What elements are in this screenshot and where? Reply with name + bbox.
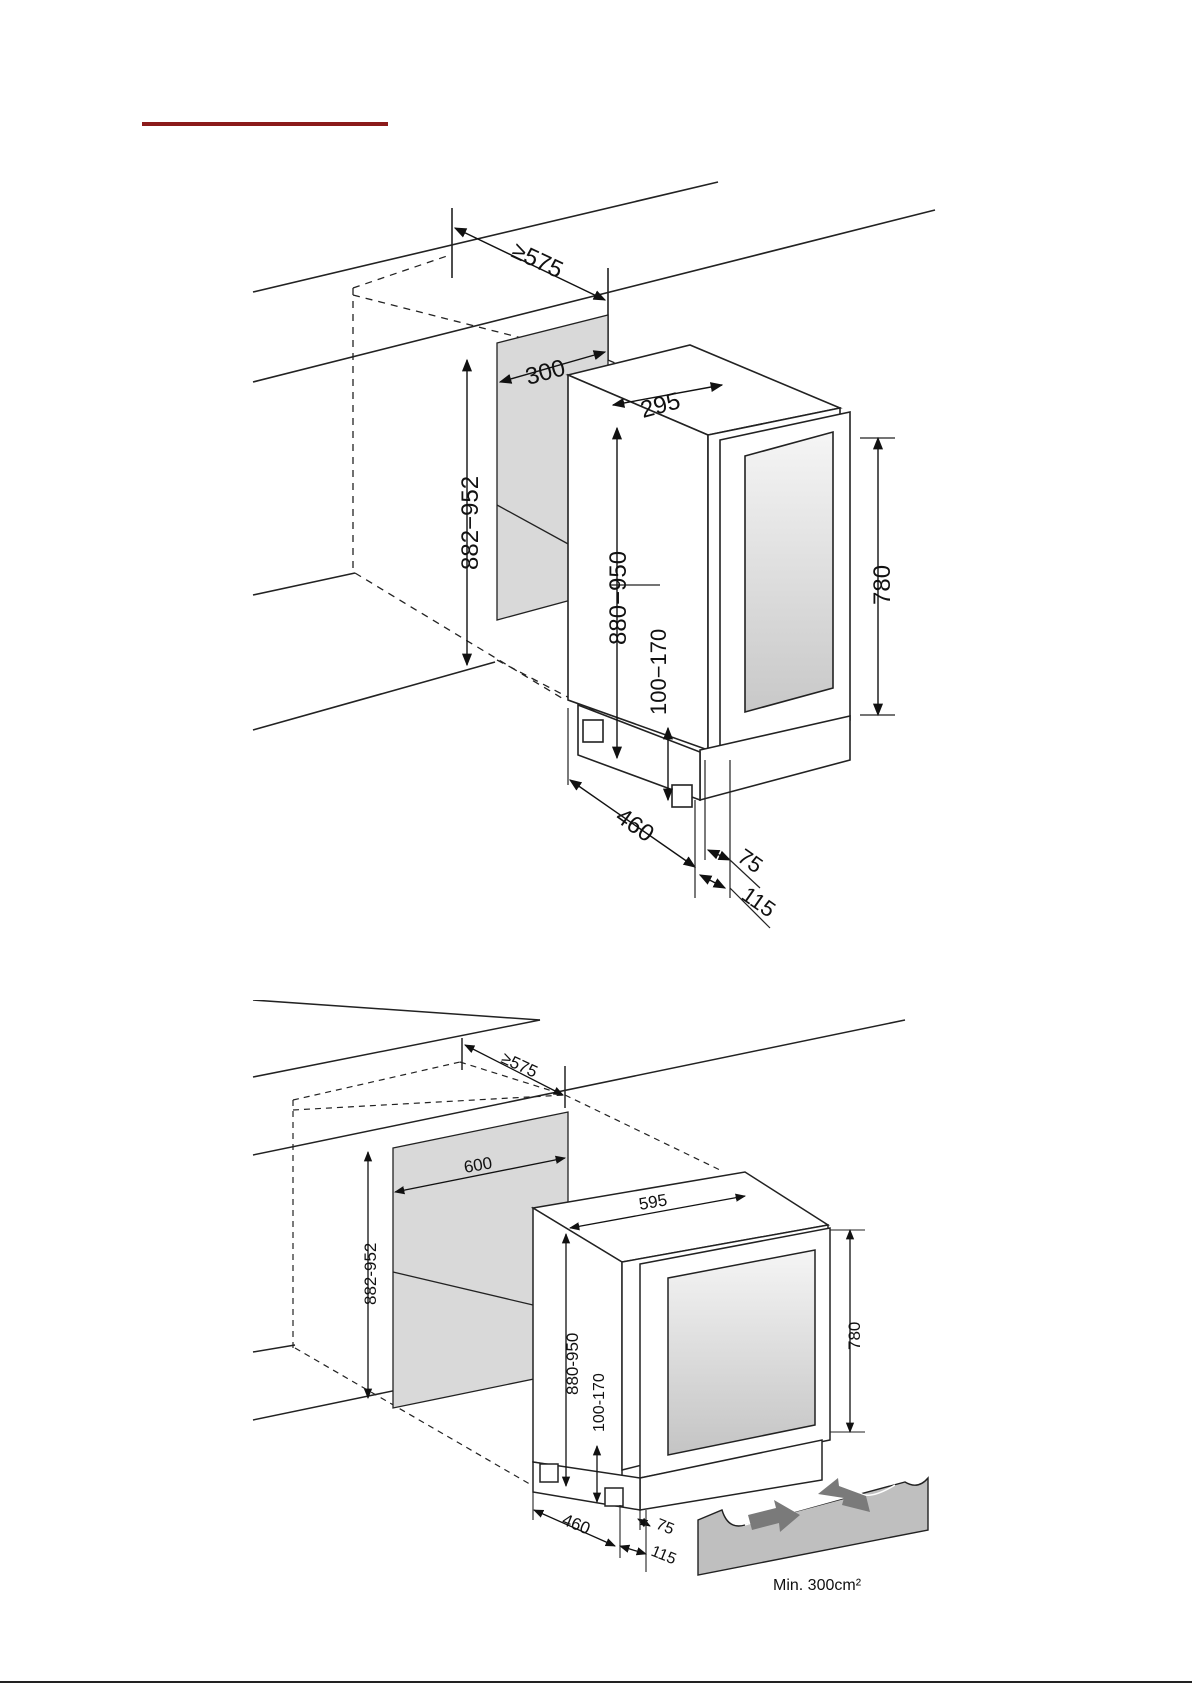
- vent-area-note: Min. 300cm²: [773, 1577, 862, 1594]
- bottom-total-offset-label: 115: [649, 1543, 679, 1568]
- top-niche-height-label: 882−952: [457, 476, 484, 570]
- installation-diagram-wide: ≥575 600 595 882-952 880-950 780 100-170…: [0, 1000, 1192, 1600]
- top-unit-height-label: 880−950: [605, 551, 632, 645]
- installation-diagram-narrow: ≥575 300 295 882−952 880−950 780 100−170…: [0, 160, 1192, 950]
- bottom-niche-height-label: 882-952: [361, 1243, 380, 1305]
- bottom-unit-height-label: 880-950: [563, 1333, 582, 1395]
- bottom-door-offset-label: 75: [654, 1516, 677, 1538]
- top-depth-min-label: ≥575: [507, 237, 567, 284]
- top-leg-height-label: 100−170: [646, 629, 671, 715]
- top-door-offset-label: 75: [733, 844, 767, 879]
- top-unit-depth-label: 460: [611, 803, 659, 848]
- top-total-offset-label: 115: [737, 882, 780, 923]
- bottom-door-height-label: 780: [845, 1322, 864, 1350]
- page-bottom-rule: [0, 1681, 1192, 1683]
- top-door-height-label: 780: [869, 565, 896, 605]
- bottom-leg-height-label: 100-170: [591, 1373, 608, 1432]
- header-rule: [142, 122, 388, 126]
